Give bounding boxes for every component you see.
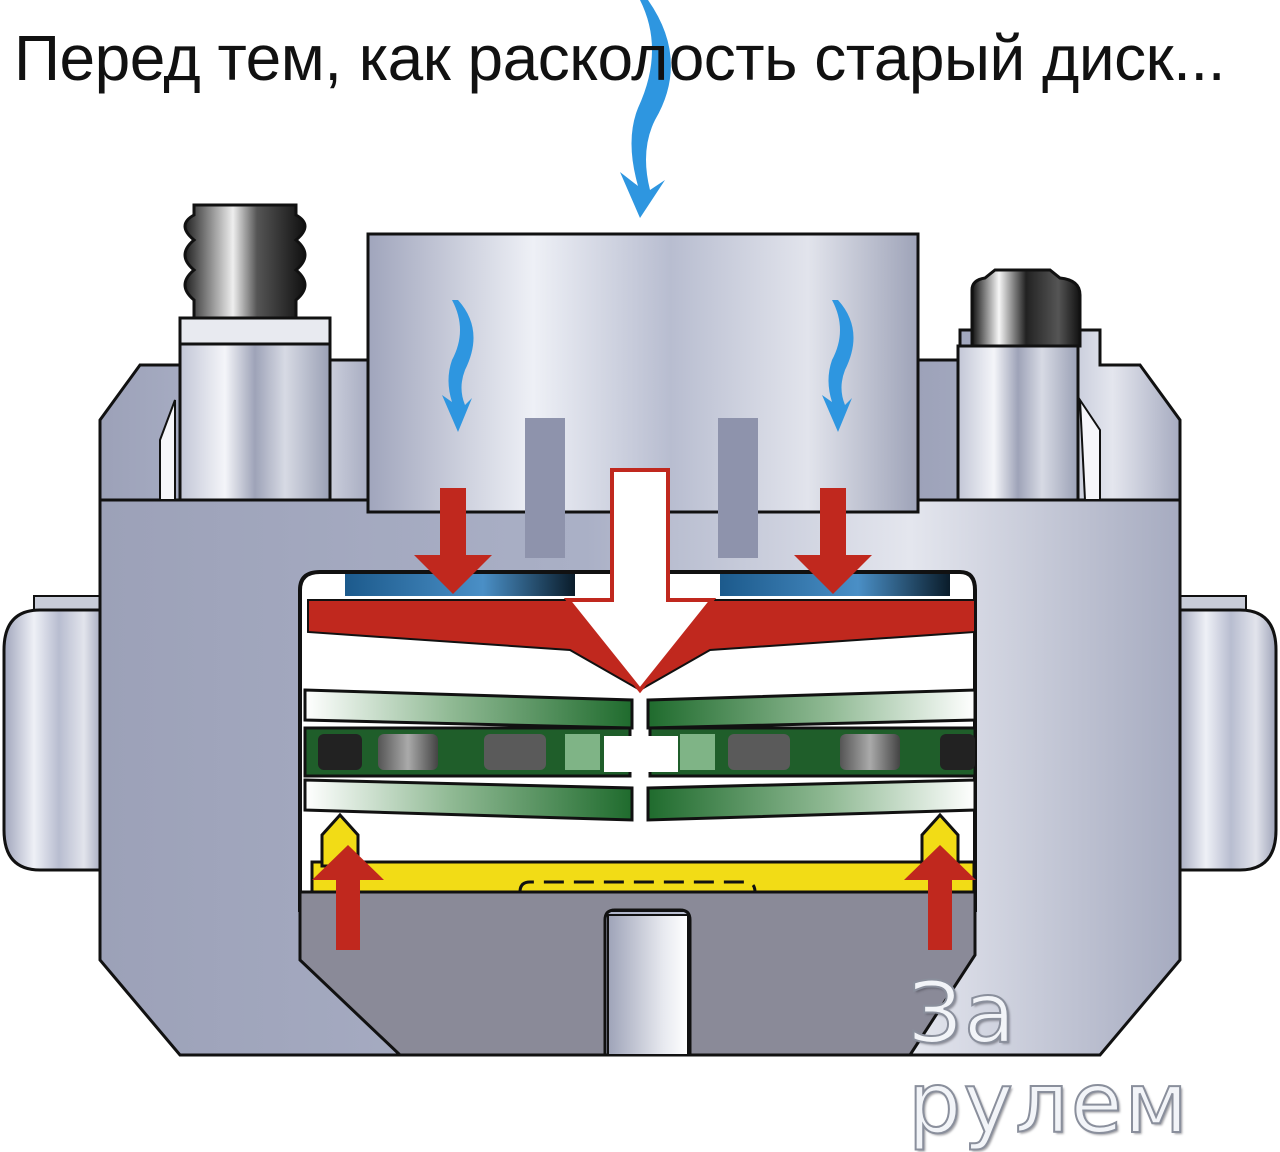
pressure-left-arrow [414,488,492,594]
left-guide-pin [159,203,332,502]
lower-housing [298,890,977,1057]
reaction-left-arrow [312,845,384,950]
brake-caliper-diagram [2,0,1278,1057]
brake-disc-left [303,688,634,822]
right-ear [1165,595,1278,872]
diagram-caption: Перед тем, как расколость старый диск... [14,22,1225,94]
fluid-inlet-arrow [620,0,671,218]
rotor-crack-gap [604,736,678,772]
pressure-right-arrow [794,488,872,594]
left-ear [2,595,115,872]
main-force-arrow [563,468,717,694]
right-guide-pin [956,268,1101,502]
brake-disc-right [646,688,977,822]
publisher-watermark: За рулем [907,964,1190,1152]
fluid-left-arrow [442,300,474,432]
reaction-right-arrow [904,845,976,950]
fluid-right-arrow [822,300,854,432]
